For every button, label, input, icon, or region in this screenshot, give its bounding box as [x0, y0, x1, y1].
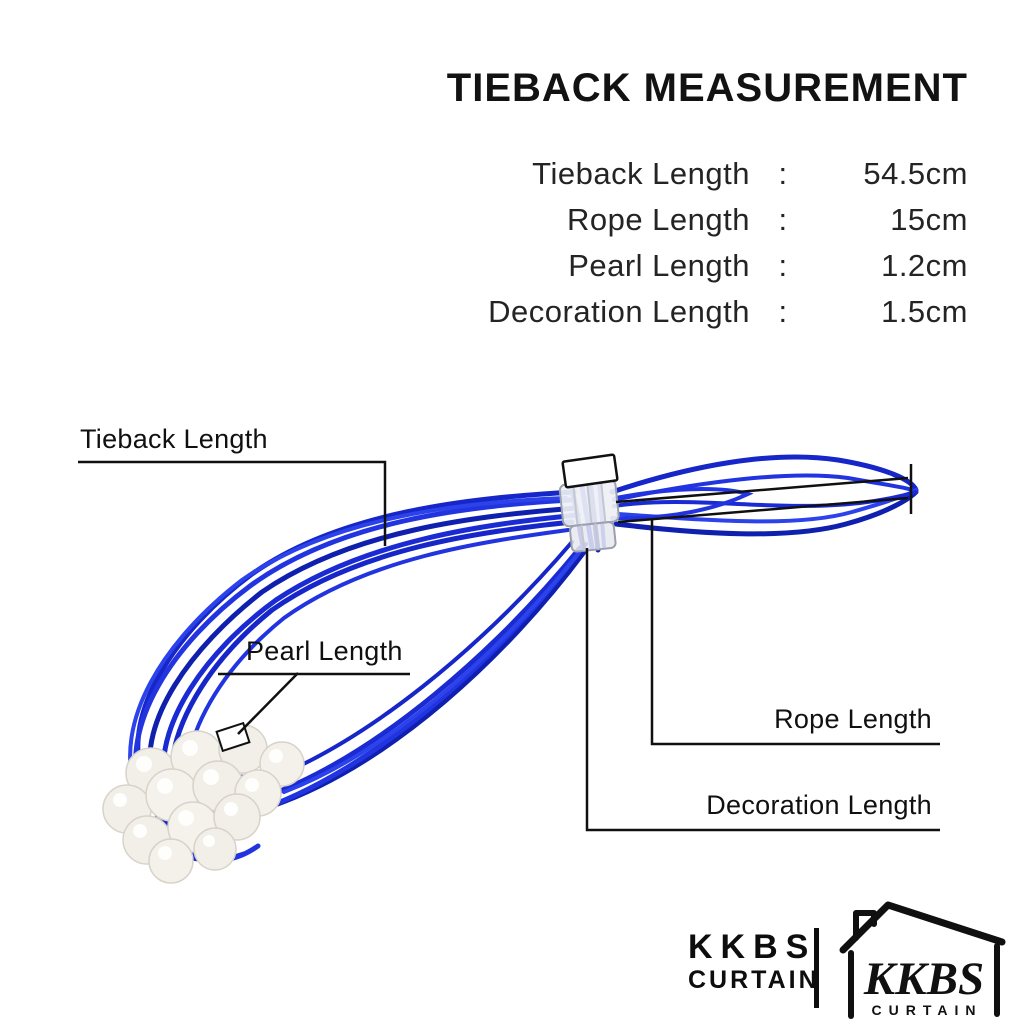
spec-colon: :: [778, 156, 788, 191]
pearl: [102, 724, 305, 884]
spec-row-pearl: Pearl Length : 1.2cm: [350, 248, 968, 284]
decoration-length-label: Decoration Length: [706, 790, 932, 820]
rope-span-line-top: [615, 476, 909, 504]
house-logo-icon: KKBS CURTAIN: [839, 901, 1006, 1019]
brand-wordmark: KKBS CURTAIN: [688, 928, 820, 994]
chimney: [853, 910, 877, 941]
pearl-cluster: [102, 724, 305, 884]
rope-length-label: Rope Length: [774, 704, 932, 734]
spec-value: 54.5cm: [863, 156, 968, 191]
tieback-length-line: [78, 460, 387, 546]
brand-name: KKBS: [688, 928, 817, 966]
spec-label: Decoration Length: [488, 294, 750, 329]
spec-list: Tieback Length : 54.5cm Rope Length : 15…: [350, 156, 968, 330]
rope-right-loop: [609, 454, 919, 537]
measurement-lines: [78, 460, 940, 832]
spec-value: 1.2cm: [881, 248, 968, 283]
spec-colon: :: [778, 202, 788, 237]
spec-value: 1.5cm: [881, 294, 968, 329]
house-logo-sub: CURTAIN: [872, 1002, 983, 1018]
spec-label: Tieback Length: [532, 156, 750, 191]
house-logo-name: KKBS: [863, 953, 984, 1005]
decoration-length-line: [585, 548, 940, 832]
spec-label: Pearl Length: [568, 248, 750, 283]
decoration-bead: [558, 478, 620, 553]
page-title: TIEBACK MEASUREMENT: [446, 66, 968, 110]
spec-colon: :: [778, 248, 788, 283]
spec-row-tieback: Tieback Length : 54.5cm: [350, 156, 968, 192]
logo-divider: [814, 928, 819, 1008]
spec-row-decoration: Decoration Length : 1.5cm: [350, 294, 968, 330]
rope-left-loop: [128, 489, 581, 794]
tieback-end-marker: [561, 453, 619, 489]
brand-sub: CURTAIN: [688, 966, 820, 995]
rope-span-line-bottom: [617, 496, 909, 524]
pearl-length-pointer: [237, 672, 299, 735]
spec-colon: :: [778, 294, 788, 329]
pearl-length-label: Pearl Length: [246, 636, 403, 666]
rope-length-line: [650, 520, 940, 746]
spec-row-rope: Rope Length : 15cm: [350, 202, 968, 238]
spec-value: 15cm: [890, 202, 968, 237]
tieback-length-label: Tieback Length: [80, 424, 268, 454]
spec-label: Rope Length: [566, 202, 750, 237]
